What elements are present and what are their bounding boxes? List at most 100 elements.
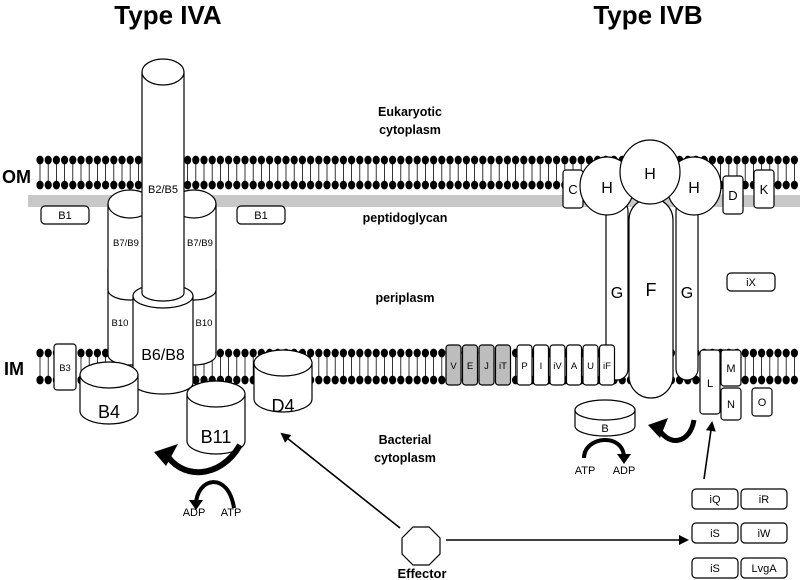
lipid-head: [200, 180, 208, 190]
region-eukaryotic-line1: Eukaryotic: [378, 105, 442, 119]
iva-curved-arrow-icon: [162, 443, 243, 476]
lipid-head: [233, 180, 241, 190]
ivb-white-box: [516, 344, 533, 386]
b11-top: [186, 380, 246, 408]
b4-label: B4: [98, 402, 120, 422]
lipid-head: [331, 375, 339, 385]
ivb-grey-box-label: J: [484, 361, 489, 372]
lipid-head: [192, 375, 200, 385]
lipid-head: [380, 155, 388, 165]
d4-label: D4: [271, 396, 294, 416]
lipid-head: [102, 348, 110, 358]
lipid-head: [208, 180, 216, 190]
lipid-head: [495, 180, 503, 190]
ivb-atp-label: ATP: [575, 465, 596, 477]
lipid-head: [421, 180, 429, 190]
b3-label: B3: [59, 363, 71, 374]
lipid-head: [93, 348, 101, 358]
region-bacterial-line1: Bacterial: [379, 433, 432, 447]
ivb-grey-box-label: V: [450, 361, 457, 372]
lipid-head: [790, 180, 799, 190]
lipid-head: [708, 155, 717, 165]
lipid-head: [438, 180, 446, 190]
lipid-head: [331, 180, 339, 190]
effector-box-label: LvgA: [751, 563, 777, 575]
lipid-head: [725, 155, 733, 165]
lipid-head: [307, 155, 315, 165]
lipid-head: [266, 155, 274, 165]
lipid-head: [782, 375, 790, 385]
lipid-head: [323, 180, 331, 190]
lipid-head: [536, 180, 544, 190]
d4-cylinder: [253, 362, 313, 413]
n-box: [720, 387, 742, 421]
lipid-head: [405, 375, 413, 385]
effector-box-label: iS: [710, 563, 720, 575]
b1-mid-label: B1: [254, 210, 267, 222]
lipid-head: [233, 375, 241, 385]
lipid-head: [126, 155, 134, 165]
lipid-head: [421, 348, 429, 358]
lipid-head: [380, 180, 388, 190]
b10-left-label: B10: [112, 318, 129, 329]
lipid-head: [405, 348, 413, 358]
lipid-head: [225, 348, 233, 358]
b-disc-top: [574, 399, 636, 421]
b7b9-right-label: B7/B9: [187, 238, 213, 249]
region-periplasm: periplasm: [375, 291, 434, 305]
m-box: [720, 349, 742, 387]
lipid-head: [93, 155, 101, 165]
effector-box: [740, 522, 788, 544]
lipid-head: [454, 180, 462, 190]
lipid-head: [544, 155, 553, 165]
title-type-iva: Type IVA: [114, 0, 222, 30]
lipid-head: [85, 180, 93, 190]
ivb-atp-adp-arrowhead-icon: [617, 454, 631, 464]
h-mid-label: H: [644, 166, 656, 183]
lipid-head: [126, 180, 134, 190]
lipid-head: [77, 155, 85, 165]
lipid-head: [446, 180, 454, 190]
lipid-head: [511, 155, 520, 165]
lipid-head: [413, 348, 421, 358]
lipid-head: [216, 180, 224, 190]
lipid-head: [200, 155, 208, 165]
lipid-head: [479, 180, 487, 190]
lipid-head: [479, 155, 487, 165]
lipid-head: [397, 375, 405, 385]
region-eukaryotic-line2: cytoplasm: [379, 123, 441, 137]
lipid-head: [134, 180, 142, 190]
lipid-head: [216, 348, 224, 358]
lipid-head: [102, 180, 110, 190]
lipid-head: [52, 155, 61, 165]
b2b5-label: B2/B5: [148, 184, 178, 196]
lipid-head: [782, 180, 790, 190]
lipid-head: [184, 155, 192, 165]
lipid-head: [315, 180, 323, 190]
l-label: L: [707, 378, 713, 390]
d-label: D: [728, 188, 737, 203]
lipid-head: [307, 180, 315, 190]
o-label: O: [758, 397, 767, 409]
lipid-head: [44, 375, 52, 385]
effector-label: Effector: [397, 566, 446, 580]
ivb-white-box-label: U: [587, 361, 594, 372]
lipid-head: [110, 155, 118, 165]
lipid-head: [364, 375, 372, 385]
lipid-head: [348, 348, 356, 358]
lipid-head: [372, 180, 380, 190]
lipid-head: [741, 375, 749, 385]
lipid-head: [749, 375, 758, 385]
lipid-head: [520, 155, 528, 165]
lipid-head: [758, 375, 766, 385]
lipid-head: [413, 180, 421, 190]
k-box: [753, 169, 775, 209]
iva-curved-arrow-head-icon: [154, 444, 178, 466]
iva-atp-adp-arrowhead-icon: [189, 500, 203, 510]
lipid-head: [397, 155, 405, 165]
g-left-label: G: [611, 285, 623, 302]
lipid-head: [430, 155, 438, 165]
lipid-head: [241, 180, 249, 190]
